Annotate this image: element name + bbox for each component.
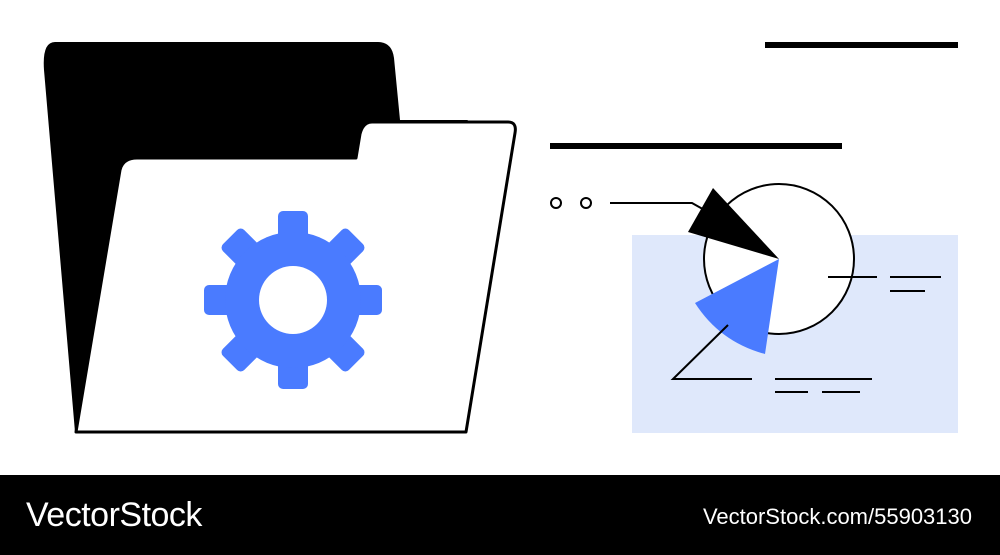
legend-dot	[580, 197, 592, 209]
leader-line	[610, 202, 709, 213]
brand-logo-text: VectorStock	[26, 496, 202, 534]
image-credit: VectorStock.com/55903130	[702, 504, 972, 529]
illustration-art	[43, 42, 958, 434]
pie-chart-icon	[688, 183, 855, 354]
legend-dot	[550, 197, 562, 209]
pie-slice-black	[688, 188, 779, 259]
gear-icon	[204, 211, 382, 389]
watermark-bar: VectorStock VectorStock.com/55903130	[0, 475, 1000, 555]
callout-line	[670, 324, 752, 380]
pie-slice-blue	[695, 259, 779, 354]
